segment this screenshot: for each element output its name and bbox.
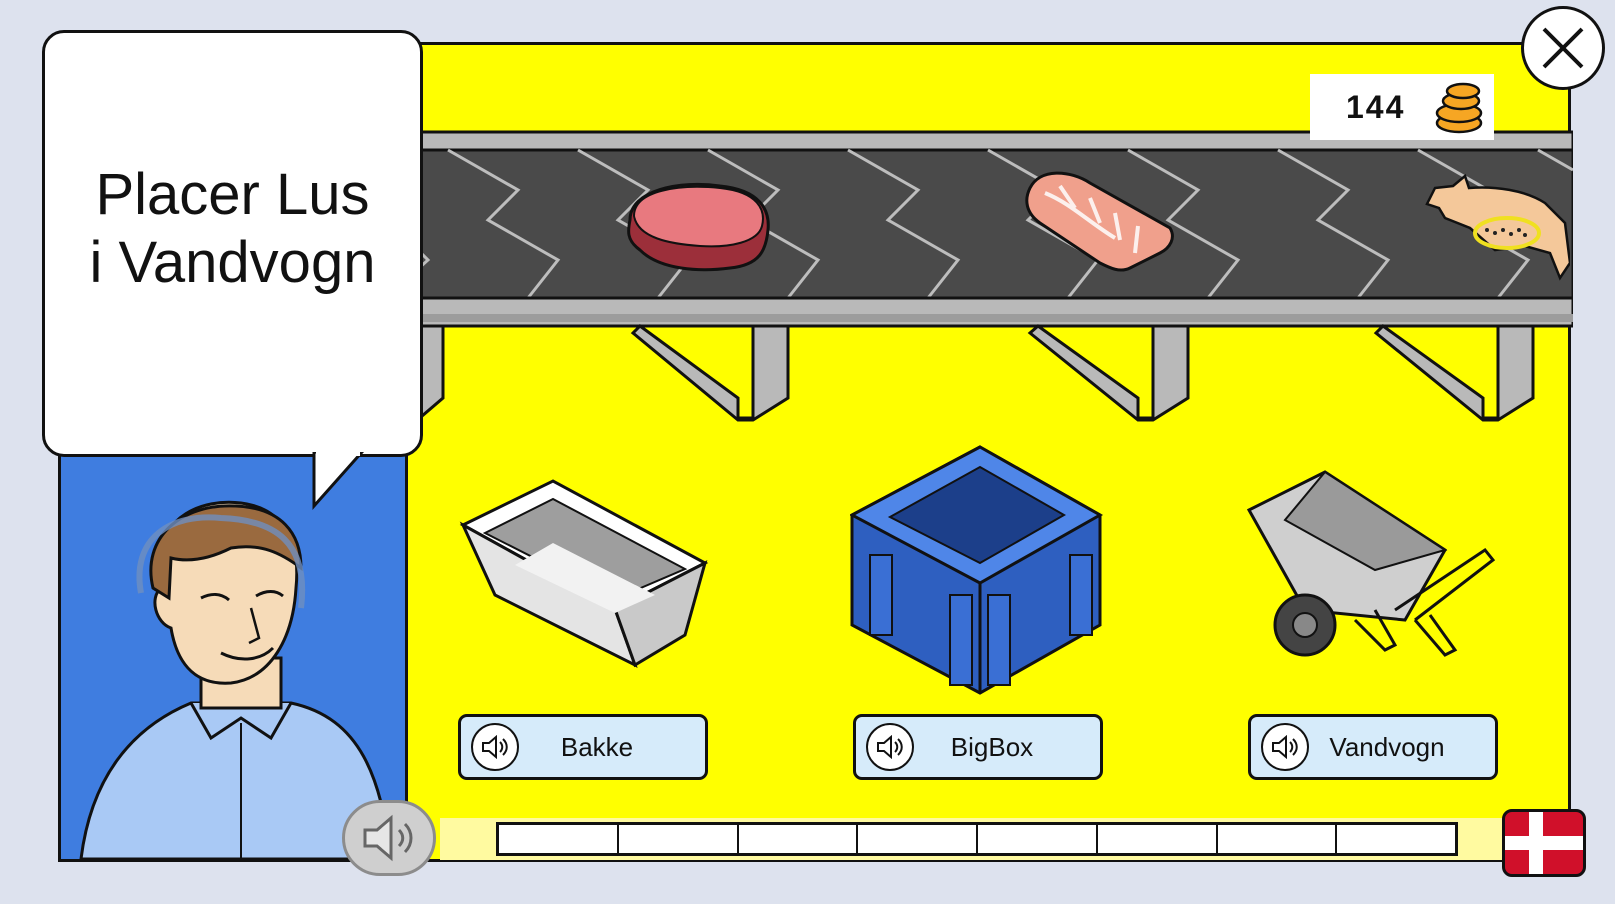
label-button-vandvogn[interactable]: Vandvogn <box>1248 714 1498 780</box>
speech-bubble: Placer Lus i Vandvogn <box>42 30 423 457</box>
label-text: Vandvogn <box>1329 731 1445 762</box>
progress-segment <box>978 825 1098 853</box>
progress-segment <box>858 825 978 853</box>
coin-stack-icon <box>1436 82 1483 134</box>
character-panel <box>58 445 408 862</box>
close-button[interactable] <box>1521 6 1605 90</box>
label-button-bakke[interactable]: Bakke <box>458 714 708 780</box>
speech-bubble-tail <box>312 452 365 510</box>
steak-item[interactable] <box>620 180 780 280</box>
conveyor-belt <box>408 130 1573 430</box>
progress-segment <box>1218 825 1338 853</box>
coin-count: 144 <box>1346 88 1406 125</box>
pig-item[interactable] <box>1425 168 1570 283</box>
wheelbarrow-icon[interactable] <box>1245 470 1500 670</box>
language-flag-button[interactable] <box>1502 809 1586 877</box>
speaker-icon[interactable] <box>1261 723 1309 771</box>
instruction-text: Placer Lus i Vandvogn <box>90 161 376 297</box>
label-text: BigBox <box>950 731 1034 762</box>
progress-segment <box>1337 825 1455 853</box>
sound-button[interactable] <box>342 800 436 876</box>
instruction-line-1: Placer Lus <box>95 162 370 227</box>
close-icon <box>1542 27 1584 69</box>
instruction-line-2: i Vandvogn <box>89 230 376 295</box>
label-button-bigbox[interactable]: BigBox <box>853 714 1103 780</box>
speaker-icon[interactable] <box>471 723 519 771</box>
bigbox-crate-icon[interactable] <box>850 445 1110 695</box>
denmark-flag-icon <box>1505 812 1583 874</box>
bacon-item[interactable] <box>1020 168 1180 283</box>
progress-segment <box>739 825 859 853</box>
worker-character <box>79 500 393 859</box>
progress-segment <box>619 825 739 853</box>
progress-segment <box>1098 825 1218 853</box>
speaker-icon[interactable] <box>866 723 914 771</box>
coin-counter: 144 <box>1310 74 1494 140</box>
progress-segment <box>499 825 619 853</box>
progress-bar <box>496 822 1458 856</box>
tray-icon[interactable] <box>455 475 715 675</box>
speaker-icon <box>363 814 413 862</box>
label-text: Bakke <box>560 731 634 762</box>
